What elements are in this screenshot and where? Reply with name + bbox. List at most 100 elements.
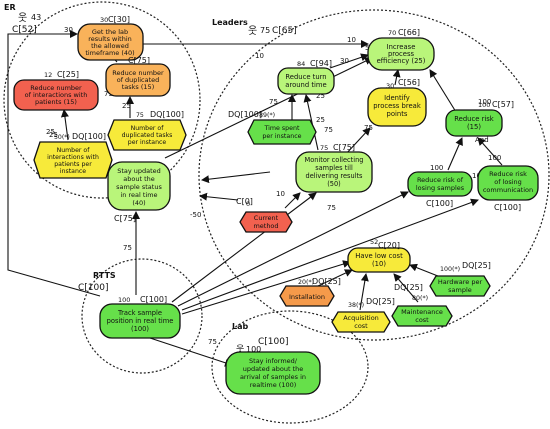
svg-text:Reduce risk(15): Reduce risk(15) <box>454 115 494 131</box>
installation-indicator[interactable]: Installation 20(*) DQ[25] <box>279 277 341 307</box>
edge-track-to-have-low-cost <box>181 260 351 315</box>
node-line: in real time <box>120 191 157 199</box>
node-line: duplicated tasks <box>122 132 173 139</box>
edge-label: 75 <box>123 244 132 252</box>
edge-current-method-to-monitor <box>284 192 301 209</box>
node-line: Hardware per <box>438 278 483 286</box>
increase-eff-score: 70 <box>388 29 396 37</box>
edge-identify-to-increase-eff <box>392 69 401 86</box>
node-line: of losing <box>494 178 522 186</box>
time-spent-score: 89(*) <box>259 112 275 119</box>
edge-label: 100 <box>488 154 501 162</box>
edge-label: 30 <box>340 57 349 65</box>
node-line: arrival of samples in <box>240 373 306 381</box>
lab-actor-importance: C[100] <box>258 337 289 347</box>
node-line: instance <box>60 168 86 175</box>
edge-label: 10 <box>276 190 285 198</box>
er-boundary <box>3 1 201 199</box>
edge-track-to-get-lab <box>7 30 101 297</box>
reduce-risk-goal[interactable]: Reduce risk(15) 100 C[57] <box>445 100 514 137</box>
get-lab-label: C[30] <box>108 15 130 24</box>
edge-label: 75 <box>104 90 113 98</box>
node-line: of interactions with <box>25 91 88 99</box>
er-actor-name: ER <box>4 3 16 12</box>
actor-labels: ER 웃 43 C[52] Leaders 웃 75 C[65] RTTS C[… <box>4 3 297 355</box>
node-line: Installation <box>289 293 325 301</box>
node-line: (100) <box>131 325 149 333</box>
current-method-score: 0 <box>246 200 250 208</box>
edge-reduce-turn-to-increase-eff <box>329 53 369 69</box>
monitor-score: 75 <box>320 144 328 152</box>
reduce-risk-label: C[57] <box>492 100 514 109</box>
edge-label: 75 <box>324 126 333 134</box>
num-dup-score: 75 <box>136 112 144 119</box>
num-interactions-score: 50(*) <box>54 134 70 141</box>
edge-stay-updated-to-increase-eff <box>164 57 373 159</box>
node-line: cost <box>354 322 368 330</box>
reduce-turn-label: C[94] <box>310 59 332 68</box>
node-line: patients per <box>54 161 92 168</box>
node-line: Stay informed/ <box>249 357 298 365</box>
edge-track-to-losing-comm <box>181 198 479 311</box>
node-line: Reduce number <box>112 69 164 77</box>
edge-track-to-monitor <box>171 192 317 303</box>
leaders-actor-count: 75 <box>260 26 270 35</box>
edge-label: -50 <box>190 211 201 219</box>
leaders-actor-name: Leaders <box>212 18 248 27</box>
identify-break-label: C[56] <box>398 78 420 87</box>
stay-updated-label: C[75] <box>114 214 136 223</box>
get-lab-score: 30 <box>100 16 108 24</box>
edge-track-to-stay-informed <box>149 337 233 367</box>
node-line: Reduce risk <box>489 170 527 178</box>
edge-losing-comm-to-reduce-risk <box>477 137 503 166</box>
node-line: Identify <box>384 94 410 102</box>
node-line: sample status <box>116 183 162 191</box>
have-low-cost-label: C[20] <box>378 241 400 250</box>
edge-label: And <box>475 136 489 144</box>
current-method-label: C[0] <box>236 197 253 206</box>
node-line: (40) <box>132 199 145 207</box>
track-sample-label: C[100] <box>140 295 167 304</box>
node-line: samples till <box>315 164 353 172</box>
node-line: of duplicated <box>117 76 160 84</box>
have-low-cost-score: 52 <box>370 238 378 246</box>
edge-losing-samples-to-reduce-risk <box>447 137 463 171</box>
rtts-actor-importance: C[100] <box>78 283 109 293</box>
er-actor-count: 43 <box>31 13 41 22</box>
edge-label: 25 <box>316 92 325 100</box>
have-low-cost-goal[interactable]: Have low cost(10) 52 C[20] <box>347 238 411 273</box>
edge-num-interactions-to-reduce-interactions <box>60 109 69 141</box>
node-line: Reduce risk <box>454 115 494 123</box>
node-line: Have low cost <box>355 252 403 260</box>
node-line: about the <box>123 175 155 183</box>
